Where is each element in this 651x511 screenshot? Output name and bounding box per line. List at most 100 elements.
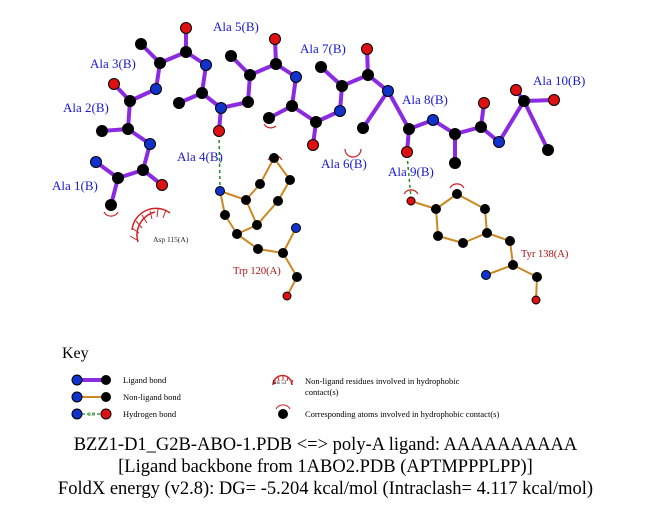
oxygen-atom xyxy=(531,295,541,305)
oxygen-atom xyxy=(406,196,416,206)
label-ala9: Ala 9(B) xyxy=(388,164,434,179)
carbon-atom xyxy=(270,58,282,70)
carbon-atom xyxy=(315,61,327,73)
carbon-atom xyxy=(220,210,230,220)
carbon-atom xyxy=(263,112,275,124)
label-ala7: Ala 7(B) xyxy=(300,41,346,56)
nitrogen-atom xyxy=(427,114,439,126)
carbon-atom xyxy=(269,153,279,163)
carbon-atom xyxy=(518,95,530,107)
oxygen-atom xyxy=(361,43,373,55)
carbon-atom xyxy=(286,100,298,112)
carbon-atom xyxy=(105,199,117,211)
carbon-atom xyxy=(244,69,256,81)
carbon-atom xyxy=(449,128,461,140)
nitrogen-atom xyxy=(200,59,212,71)
key-ligand-bond-label: Ligand bond xyxy=(123,375,167,385)
key-hydrogen-bond-row: 3.0 Hydrogen bond xyxy=(71,408,177,420)
carbon-atom xyxy=(241,195,251,205)
nitrogen-atom xyxy=(481,270,491,280)
oxygen-atom xyxy=(156,179,168,191)
oxygen-atom xyxy=(307,139,319,151)
carbon-atom xyxy=(225,50,237,62)
carbon-atom xyxy=(292,272,302,282)
key-hydrophobic-residues-label-2: contact(s) xyxy=(305,387,339,397)
carbon-atoms xyxy=(96,38,554,282)
caption-line-3: FoldX energy (v2.8): DG= -5.204 kcal/mol… xyxy=(57,479,594,499)
carbon-atom xyxy=(242,96,254,108)
label-ala5: Ala 5(B) xyxy=(213,19,259,34)
label-trp120: Trp 120(A) xyxy=(233,266,281,277)
label-tyr138: Tyr 138(A) xyxy=(521,249,569,260)
key-hydrophobic-residue-row: His 53 Non-ligand residues involved in h… xyxy=(272,374,460,397)
carbon-atom xyxy=(273,196,283,206)
carbon-atom xyxy=(180,46,192,58)
label-ala8: Ala 8(B) xyxy=(402,92,448,107)
carbon-atom xyxy=(253,244,263,254)
carbon-atom xyxy=(458,238,468,248)
key-hydrogen-bond-label: Hydrogen bond xyxy=(123,409,177,419)
nitrogen-atom xyxy=(291,223,301,233)
key-nonligand-bond-row: Non-ligand bond xyxy=(71,391,182,403)
carbon-atom xyxy=(112,172,124,184)
hydrogen-bonds xyxy=(218,133,412,199)
key-ligand-bond-row: Ligand bond xyxy=(71,374,167,386)
carbon-atom xyxy=(475,121,487,133)
carbon-atom xyxy=(508,260,518,270)
carbon-atom xyxy=(252,220,262,230)
carbon-atom xyxy=(173,97,185,109)
label-ala1: Ala 1(B) xyxy=(52,178,98,193)
nitrogen-atom xyxy=(290,71,302,83)
carbon-atom xyxy=(357,122,369,134)
carbon-atom xyxy=(255,179,265,189)
carbon-atom xyxy=(362,69,374,81)
key-hbond-distance: 3.0 xyxy=(88,412,95,418)
key-hydrophobic-residues-label-1: Non-ligand residues involved in hydropho… xyxy=(305,376,460,386)
label-ala10: Ala 10(B) xyxy=(533,73,585,88)
carbon-atom xyxy=(310,116,322,128)
carbon-atom xyxy=(542,144,554,156)
nitrogen-atoms xyxy=(90,59,505,280)
carbon-atom xyxy=(196,87,208,99)
nitrogen-atom xyxy=(90,156,102,168)
carbon-atom xyxy=(336,80,348,92)
carbon-atom xyxy=(124,95,136,107)
nitrogen-atom xyxy=(334,105,346,117)
carbon-atom xyxy=(96,125,108,137)
carbon-atom xyxy=(452,189,462,199)
label-ala6: Ala 6(B) xyxy=(321,156,367,171)
oxygen-atom xyxy=(401,146,413,158)
carbon-atom xyxy=(232,229,242,239)
oxygen-atom xyxy=(269,33,281,45)
label-ala4: Ala 4(B) xyxy=(177,149,223,164)
carbon-atom xyxy=(154,57,166,69)
carbon-atom xyxy=(137,164,149,176)
nitrogen-atom xyxy=(215,102,227,114)
oxygen-atom xyxy=(478,97,490,109)
nitrogen-atom xyxy=(215,186,225,196)
oxygen-atom xyxy=(108,78,120,90)
carbon-atom xyxy=(532,272,542,282)
key-hydrophobic-atoms-label: Corresponding atoms involved in hydropho… xyxy=(305,409,499,419)
key-hydrophobic-atom-row: Corresponding atoms involved in hydropho… xyxy=(275,404,499,419)
key-title: Key xyxy=(62,345,89,362)
carbon-atom xyxy=(278,248,288,258)
oxygen-atom xyxy=(213,125,225,137)
carbon-atom xyxy=(482,228,492,238)
carbon-atom xyxy=(285,175,295,185)
carbon-atom xyxy=(122,123,134,135)
oxygen-atoms xyxy=(108,22,560,305)
label-ala3: Ala 3(B) xyxy=(90,56,136,71)
caption-line-1: BZZ1-D1_G2B-ABO-1.PDB <=> poly-A ligand:… xyxy=(73,435,578,455)
label-asp115: Asp 115(A) xyxy=(153,235,189,244)
caption-line-2: [Ligand backbone from 1ABO2.PDB (APTMPPP… xyxy=(118,457,533,477)
nitrogen-atom xyxy=(144,138,156,150)
carbon-atom xyxy=(433,231,443,241)
carbon-atom xyxy=(480,204,490,214)
carbon-atom xyxy=(431,204,441,214)
ligplot-diagram: Ala 1(B) Ala 2(B) Ala 3(B) Ala 4(B) Ala … xyxy=(52,19,585,420)
carbon-atom xyxy=(449,157,461,169)
carbon-atom xyxy=(505,236,515,246)
key-hydrophobic-example: His 53 xyxy=(273,381,287,386)
carbon-atom xyxy=(135,38,147,50)
